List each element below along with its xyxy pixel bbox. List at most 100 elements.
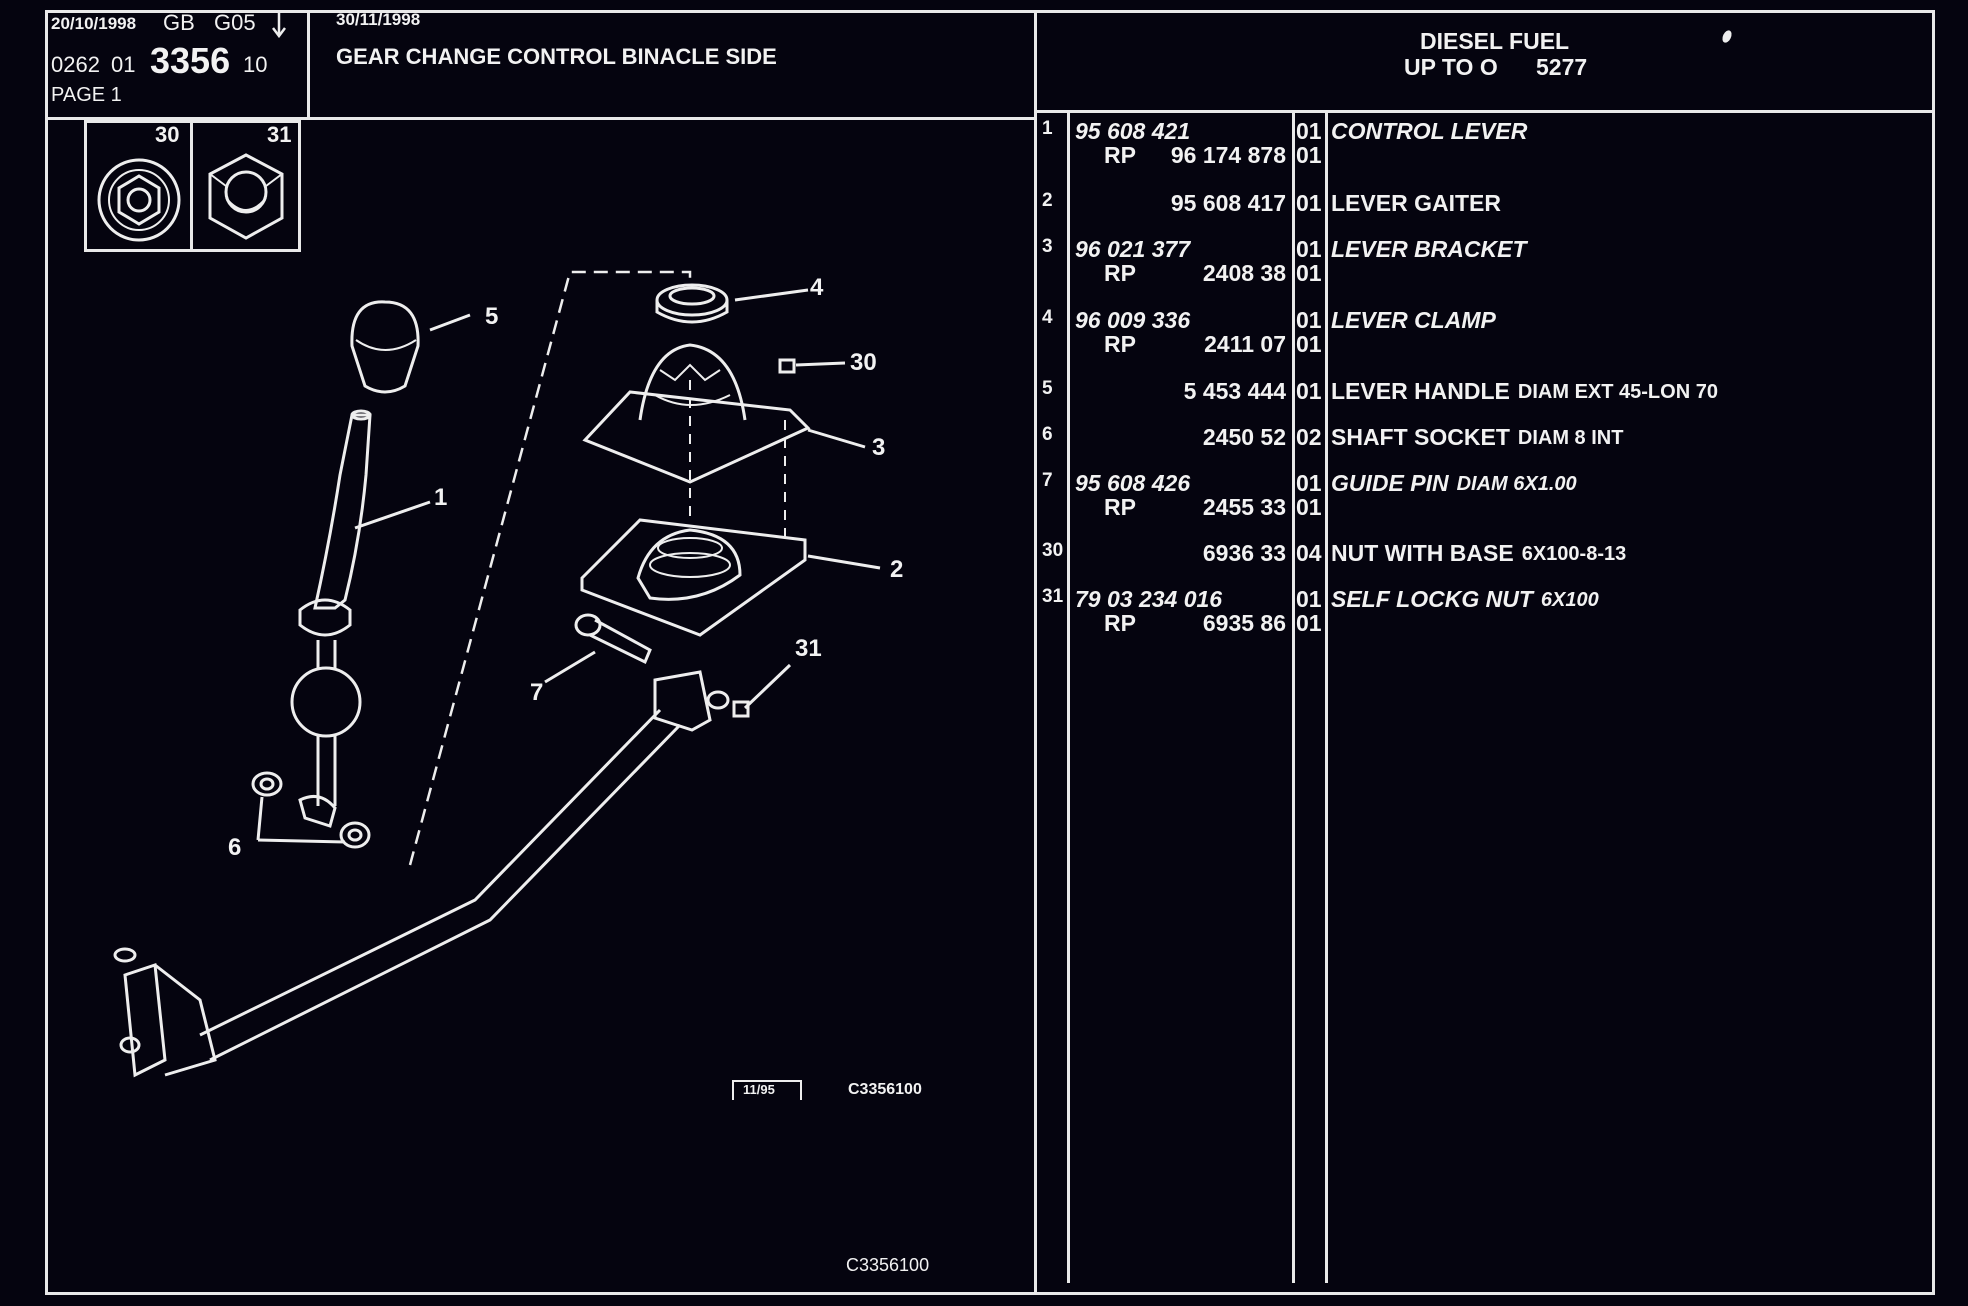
replacement-number: 96 174 878: [1170, 142, 1286, 168]
callout-6: 6: [228, 834, 241, 861]
replacement-label: RP: [1104, 610, 1136, 636]
inset-ref-30: 30: [155, 122, 180, 147]
part-description: SELF LOCKG NUT: [1331, 586, 1533, 612]
part-number: 6936 33: [1202, 540, 1286, 566]
column-rule-2: [1292, 113, 1295, 1283]
replacement-number: 6935 86: [1202, 610, 1286, 636]
down-arrow-icon: [272, 13, 286, 38]
header-date-2: 30/11/1998: [336, 10, 421, 29]
part-number: 2450 52: [1202, 424, 1286, 450]
date-stamp-text: 11/95: [743, 1082, 775, 1097]
part-ref: 4: [1042, 307, 1053, 328]
part-qty: 01: [1296, 470, 1322, 496]
header-region: GB: [163, 10, 195, 35]
part-ref: 1: [1042, 118, 1053, 139]
part-qty: 01: [1296, 190, 1322, 216]
divider-header-left: [45, 117, 1034, 120]
header-group: G05: [214, 10, 256, 35]
callout-2: 2: [890, 556, 903, 583]
replacement-qty: 01: [1296, 260, 1322, 286]
lever-knob-part: [350, 300, 420, 394]
replacement-number: 2455 33: [1202, 494, 1286, 520]
outer-frame: [45, 10, 1935, 1295]
part-spec: DIAM EXT 45-LON 70: [1517, 381, 1718, 403]
replacement-number: 2408 38: [1202, 260, 1286, 286]
header-page: PAGE 1: [51, 84, 122, 106]
callout-1: 1: [434, 484, 447, 511]
part-qty: 01: [1296, 586, 1322, 612]
divider-header-right: [1034, 110, 1935, 113]
part-number: 79 03 234 016: [1075, 586, 1223, 612]
part-number: 96 009 336: [1075, 307, 1191, 333]
part-description: CONTROL LEVER: [1331, 118, 1528, 144]
replacement-number: 2411 07: [1204, 331, 1286, 357]
replacement-label: RP: [1104, 494, 1136, 520]
part-qty: 04: [1296, 540, 1322, 566]
header-code-mid: 01: [111, 52, 136, 77]
part-spec: DIAM 6X1.00: [1456, 473, 1577, 495]
header-code-suffix: 10: [243, 52, 268, 77]
part-qty: 01: [1296, 236, 1322, 262]
part-ref: 7: [1042, 470, 1053, 491]
lever-gaiter-part: [580, 518, 807, 637]
header-code-main: 3356: [150, 40, 231, 81]
divider-vertical: [1034, 10, 1037, 1295]
part-description: GUIDE PIN: [1331, 470, 1449, 496]
self-locking-nut-icon: [208, 153, 284, 240]
callout-7: 7: [530, 679, 543, 706]
inset-divider: [190, 120, 193, 252]
part-ref: 6: [1042, 424, 1053, 445]
footer-code: C3356100: [846, 1255, 930, 1275]
part-description: LEVER GAITER: [1331, 190, 1501, 216]
part-ref: 5: [1042, 378, 1053, 399]
header-code-prefix: 0262: [51, 52, 100, 77]
column-rule-3: [1325, 113, 1328, 1283]
replacement-label: RP: [1104, 331, 1136, 357]
replacement-label: RP: [1104, 142, 1136, 168]
fuel-type: DIESEL FUEL: [1420, 28, 1570, 54]
part-ref: 2: [1042, 190, 1053, 211]
limit-number: 5277: [1536, 54, 1588, 80]
part-qty: 01: [1296, 307, 1322, 333]
part-description: LEVER CLAMP: [1331, 307, 1496, 333]
control-lever-part: [313, 413, 372, 610]
part-qty: 02: [1296, 424, 1322, 450]
part-qty: 01: [1296, 378, 1322, 404]
part-description: LEVER HANDLE: [1331, 378, 1510, 404]
part-number: 95 608 417: [1170, 190, 1286, 216]
part-ref: 30: [1042, 540, 1064, 561]
replacement-qty: 01: [1296, 494, 1322, 520]
nut-with-base-icon: [97, 158, 181, 242]
part-spec: 6X100: [1540, 589, 1599, 611]
part-number: 95 608 426: [1075, 470, 1191, 496]
column-rule-1: [1067, 113, 1070, 1283]
exploded-diagram: 5 4 30 3 1 2 31 7 6: [113, 270, 903, 1078]
part-ref: 31: [1042, 586, 1064, 607]
part-number: 96 021 377: [1075, 236, 1191, 262]
lever-bracket-part: [582, 390, 811, 484]
part-number: 5 453 444: [1183, 378, 1286, 404]
callout-5: 5: [485, 303, 498, 330]
part-number: 95 608 421: [1075, 118, 1191, 144]
page-title: GEAR CHANGE CONTROL BINACLE SIDE: [336, 44, 777, 69]
limit-label: UP TO O: [1404, 54, 1498, 80]
part-qty: 01: [1296, 118, 1322, 144]
part-description: SHAFT SOCKET: [1331, 424, 1510, 450]
diagram-ref-code: C3356100: [848, 1081, 922, 1098]
part-ref: 3: [1042, 236, 1053, 257]
callout-30: 30: [850, 349, 877, 376]
part-spec: DIAM 8 INT: [1517, 427, 1624, 449]
callout-31: 31: [795, 635, 822, 662]
part-description: LEVER BRACKET: [1331, 236, 1527, 262]
replacement-qty: 01: [1296, 610, 1322, 636]
inset-ref-31: 31: [267, 122, 292, 147]
divider-header-code: [307, 10, 310, 118]
date-stamp: [732, 1080, 802, 1100]
callout-4: 4: [810, 274, 824, 301]
header-date-1: 20/10/1998: [51, 14, 137, 33]
part-description: NUT WITH BASE: [1331, 540, 1514, 566]
replacement-qty: 01: [1296, 331, 1322, 357]
replacement-qty: 01: [1296, 142, 1322, 168]
callout-3: 3: [872, 434, 885, 461]
replacement-label: RP: [1104, 260, 1136, 286]
